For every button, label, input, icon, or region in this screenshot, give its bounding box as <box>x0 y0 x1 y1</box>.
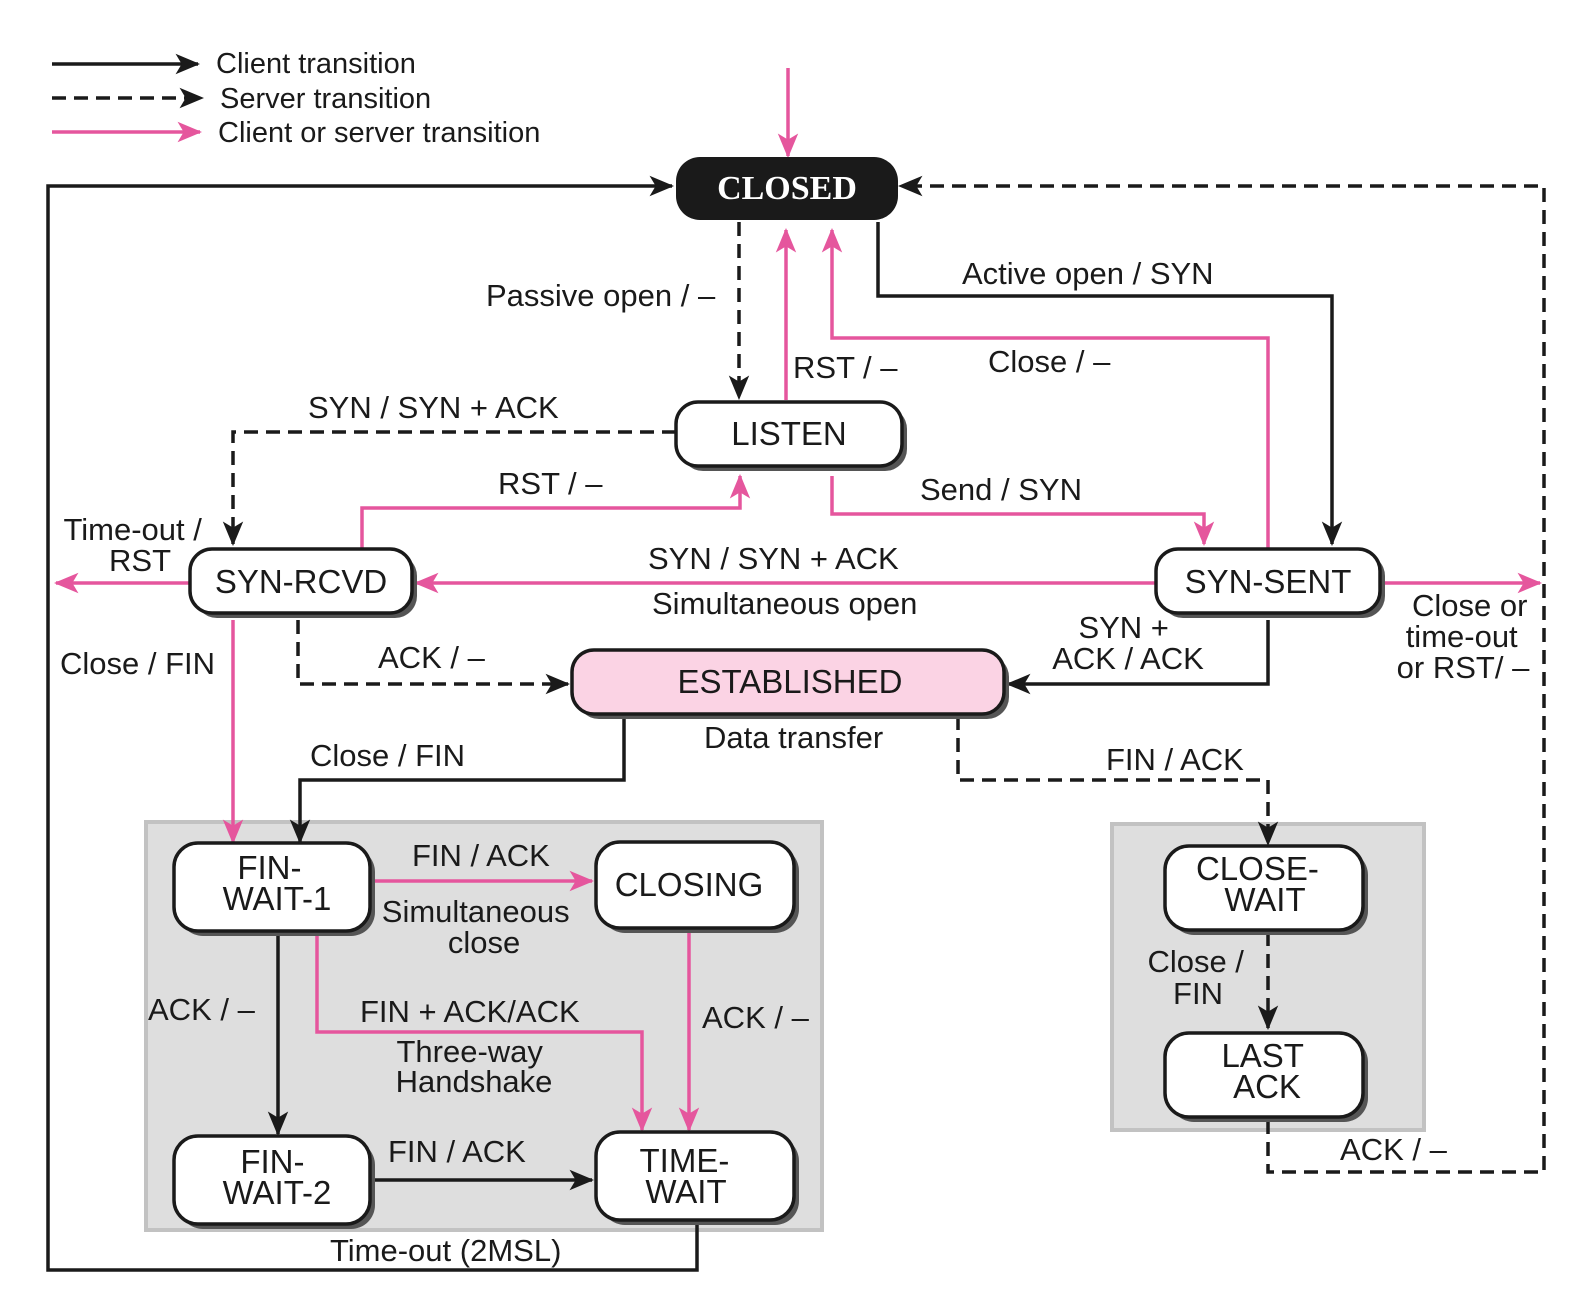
label-three-way-line1: Three-way <box>396 1034 543 1069</box>
label-fin-ack-fw2: FIN / ACK <box>388 1134 526 1169</box>
label-ack-fw1: ACK / – <box>148 992 256 1027</box>
synsent-to-established-arrow <box>1005 620 1270 695</box>
state-fin-wait-2-line1: FIN- <box>240 1143 304 1180</box>
label-ack-closing: ACK / – <box>702 1000 810 1035</box>
label-ack-rcvd: ACK / – <box>378 640 486 675</box>
label-close-fin-cw-line2: FIN <box>1173 976 1223 1011</box>
label-close-fin-est: Close / FIN <box>310 738 465 773</box>
listen-to-synrcvd-arrow <box>222 430 676 547</box>
label-syn-listen: SYN / SYN + ACK <box>308 390 559 425</box>
label-fin-ack-ack: FIN + ACK/ACK <box>360 994 580 1029</box>
svg-text:Three-way Handshake: Three-way Handshake <box>396 1034 553 1099</box>
lastack-to-closed-arrow <box>897 175 1546 1174</box>
state-time-wait-line2: WAIT <box>645 1173 726 1210</box>
established-to-finwait1-arrow <box>289 716 626 845</box>
label-syn-synack-simul: SYN / SYN + ACK <box>648 541 899 576</box>
state-time-wait: TIME- WAIT <box>594 1130 799 1225</box>
label-data-transfer: Data transfer <box>704 720 883 755</box>
state-syn-rcvd: SYN-RCVD <box>188 547 417 618</box>
label-timeout-rst-line2: RST <box>109 543 171 578</box>
svg-text:TIME- WAIT: TIME- WAIT <box>640 1142 739 1210</box>
label-fin-ack-est: FIN / ACK <box>1106 742 1244 777</box>
svg-text:Close or time-out: Close or time-out or RST/ – <box>1397 588 1536 685</box>
label-close-timeout-line2: time-out <box>1406 619 1518 654</box>
state-last-ack-line1: LAST <box>1221 1037 1303 1074</box>
state-close-wait: CLOSE- WAIT <box>1163 844 1368 935</box>
label-active-open: Active open / SYN <box>962 256 1214 291</box>
state-fin-wait-2: FIN- WAIT-2 <box>172 1134 375 1229</box>
label-syn-ack-ack-line2: ACK / ACK <box>1052 641 1204 676</box>
state-closed-label: CLOSED <box>717 170 857 207</box>
svg-text:Simultaneous close: Simultaneous close <box>382 894 578 960</box>
state-fin-wait-1: FIN- WAIT-1 <box>172 841 375 936</box>
transition-labels: Passive open / – Active open / SYN RST /… <box>60 256 1536 1268</box>
state-syn-rcvd-label: SYN-RCVD <box>215 563 387 600</box>
label-send-syn: Send / SYN <box>920 472 1082 507</box>
synrcvd-to-established-arrow <box>296 620 571 695</box>
state-established: ESTABLISHED <box>570 648 1009 719</box>
timewait-to-closed-arrow <box>46 175 699 1272</box>
label-timeout-2msl: Time-out (2MSL) <box>330 1233 561 1268</box>
label-rst-listen: RST / – <box>498 466 603 501</box>
label-fin-ack-fw1: FIN / ACK <box>412 838 550 873</box>
label-close-timeout-line3: or RST/ – <box>1397 650 1530 685</box>
label-close-fin-rcvd: Close / FIN <box>60 646 215 681</box>
state-close-wait-line1: CLOSE- <box>1196 850 1319 887</box>
svg-text:LAST ACK: LAST ACK <box>1221 1037 1312 1105</box>
label-timeout-rst-line1: Time-out / <box>63 512 202 547</box>
established-to-closewait-arrow <box>956 716 1279 847</box>
state-time-wait-line1: TIME- <box>640 1142 730 1179</box>
label-passive-open: Passive open / – <box>486 278 716 313</box>
state-close-wait-line2: WAIT <box>1224 881 1305 918</box>
label-close-timeout-line1: Close or <box>1412 588 1527 623</box>
label-rst-closed: RST / – <box>793 350 898 385</box>
legend: Client transition Server transition Clie… <box>52 48 540 149</box>
synrcvd-to-listen-arrow <box>360 473 751 548</box>
state-listen-label: LISTEN <box>731 415 847 452</box>
label-simultaneous-open: Simultaneous open <box>652 586 917 621</box>
svg-text:CLOSE- WAIT: CLOSE- WAIT <box>1196 850 1328 918</box>
synsent-to-closed-arrow <box>821 227 1270 548</box>
svg-text:FIN- WAIT-1: FIN- WAIT-1 <box>223 849 332 917</box>
svg-text:SYN + ACK / ACK: SYN + ACK / ACK <box>1052 610 1204 676</box>
label-simultaneous-close-line1: Simultaneous <box>382 894 570 929</box>
closed-to-synsent-arrow <box>876 222 1343 547</box>
svg-text:FIN- WAIT-2: FIN- WAIT-2 <box>223 1143 332 1211</box>
state-syn-sent-label: SYN-SENT <box>1185 563 1352 600</box>
state-closed: CLOSED <box>676 157 898 220</box>
finwait1-to-timewait-arrow <box>315 930 653 1133</box>
label-close-fin-cw-line1: Close / <box>1147 944 1244 979</box>
state-syn-sent: SYN-SENT <box>1154 547 1385 618</box>
legend-both-label: Client or server transition <box>218 117 540 149</box>
state-listen: LISTEN <box>674 400 907 471</box>
transitions <box>46 68 1546 1272</box>
state-last-ack-line2: ACK <box>1233 1068 1301 1105</box>
state-fin-wait-1-line1: FIN- <box>237 849 301 886</box>
label-simultaneous-close-line2: close <box>448 925 520 960</box>
legend-server-label: Server transition <box>220 83 431 115</box>
svg-text:Close / FIN: Close / FIN <box>1147 944 1252 1011</box>
legend-client-label: Client transition <box>216 48 416 80</box>
state-established-label: ESTABLISHED <box>678 663 903 700</box>
label-close-synsent: Close / – <box>988 344 1111 379</box>
state-closing-label: CLOSING <box>615 866 764 903</box>
listen-to-synsent-arrow <box>830 476 1215 547</box>
state-last-ack: LAST ACK <box>1163 1031 1368 1122</box>
state-fin-wait-2-line2: WAIT-2 <box>223 1174 332 1211</box>
state-closing: CLOSING <box>594 840 799 933</box>
label-syn-ack-ack-line1: SYN + <box>1078 610 1168 645</box>
state-fin-wait-1-line2: WAIT-1 <box>223 880 332 917</box>
label-ack-lastack: ACK / – <box>1340 1132 1448 1167</box>
svg-text:Time-out / RST: Time-out / RST <box>63 512 210 578</box>
label-three-way-line2: Handshake <box>396 1064 553 1099</box>
